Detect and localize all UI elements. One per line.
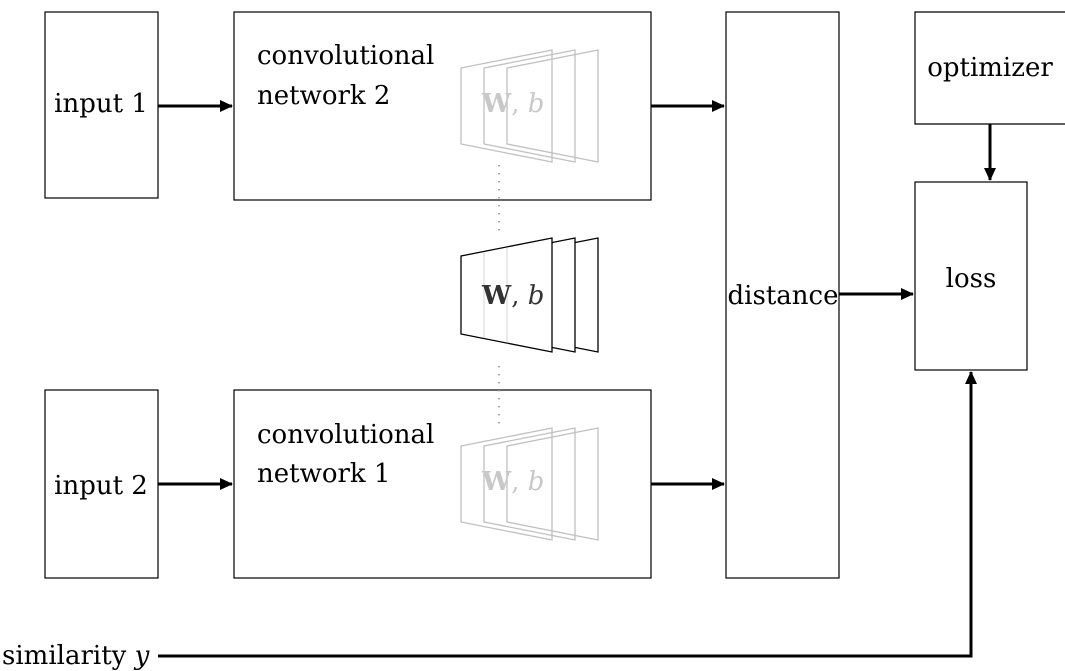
weights-label-ghost-top: W, b xyxy=(481,89,544,119)
conv-network-2-block: convolutional network 2 W, b xyxy=(233,11,652,201)
distance-label: distance xyxy=(728,281,839,311)
input-2-label: input 2 xyxy=(54,471,148,501)
conv-network-1-line2: network 1 xyxy=(257,459,390,489)
distance-block: distance xyxy=(725,11,840,579)
input-1-block: input 1 xyxy=(44,11,159,199)
shared-weights-stack: W, b xyxy=(460,237,599,353)
conv-network-1-block: convolutional network 1 W, b xyxy=(233,389,652,579)
weight-sheets-ghost-top xyxy=(460,49,599,163)
conv-network-2-line2: network 2 xyxy=(257,81,390,111)
input-2-block: input 2 xyxy=(44,389,159,579)
arrow-similarity-to-loss xyxy=(158,371,977,658)
weights-label-ghost-bottom: W, b xyxy=(481,467,544,497)
weight-sheets-ghost-bottom xyxy=(460,427,599,541)
input-1-label: input 1 xyxy=(54,89,148,119)
conv-network-2-line1: convolutional xyxy=(257,41,434,71)
loss-block: loss xyxy=(914,181,1028,371)
conv-network-1-line1: convolutional xyxy=(257,420,434,450)
shared-weights-label: W, b xyxy=(481,281,544,311)
similarity-label: similarity y xyxy=(2,641,150,671)
loss-label: loss xyxy=(946,264,997,294)
optimizer-label: optimizer xyxy=(927,53,1053,83)
optimizer-block: optimizer xyxy=(914,11,1065,125)
